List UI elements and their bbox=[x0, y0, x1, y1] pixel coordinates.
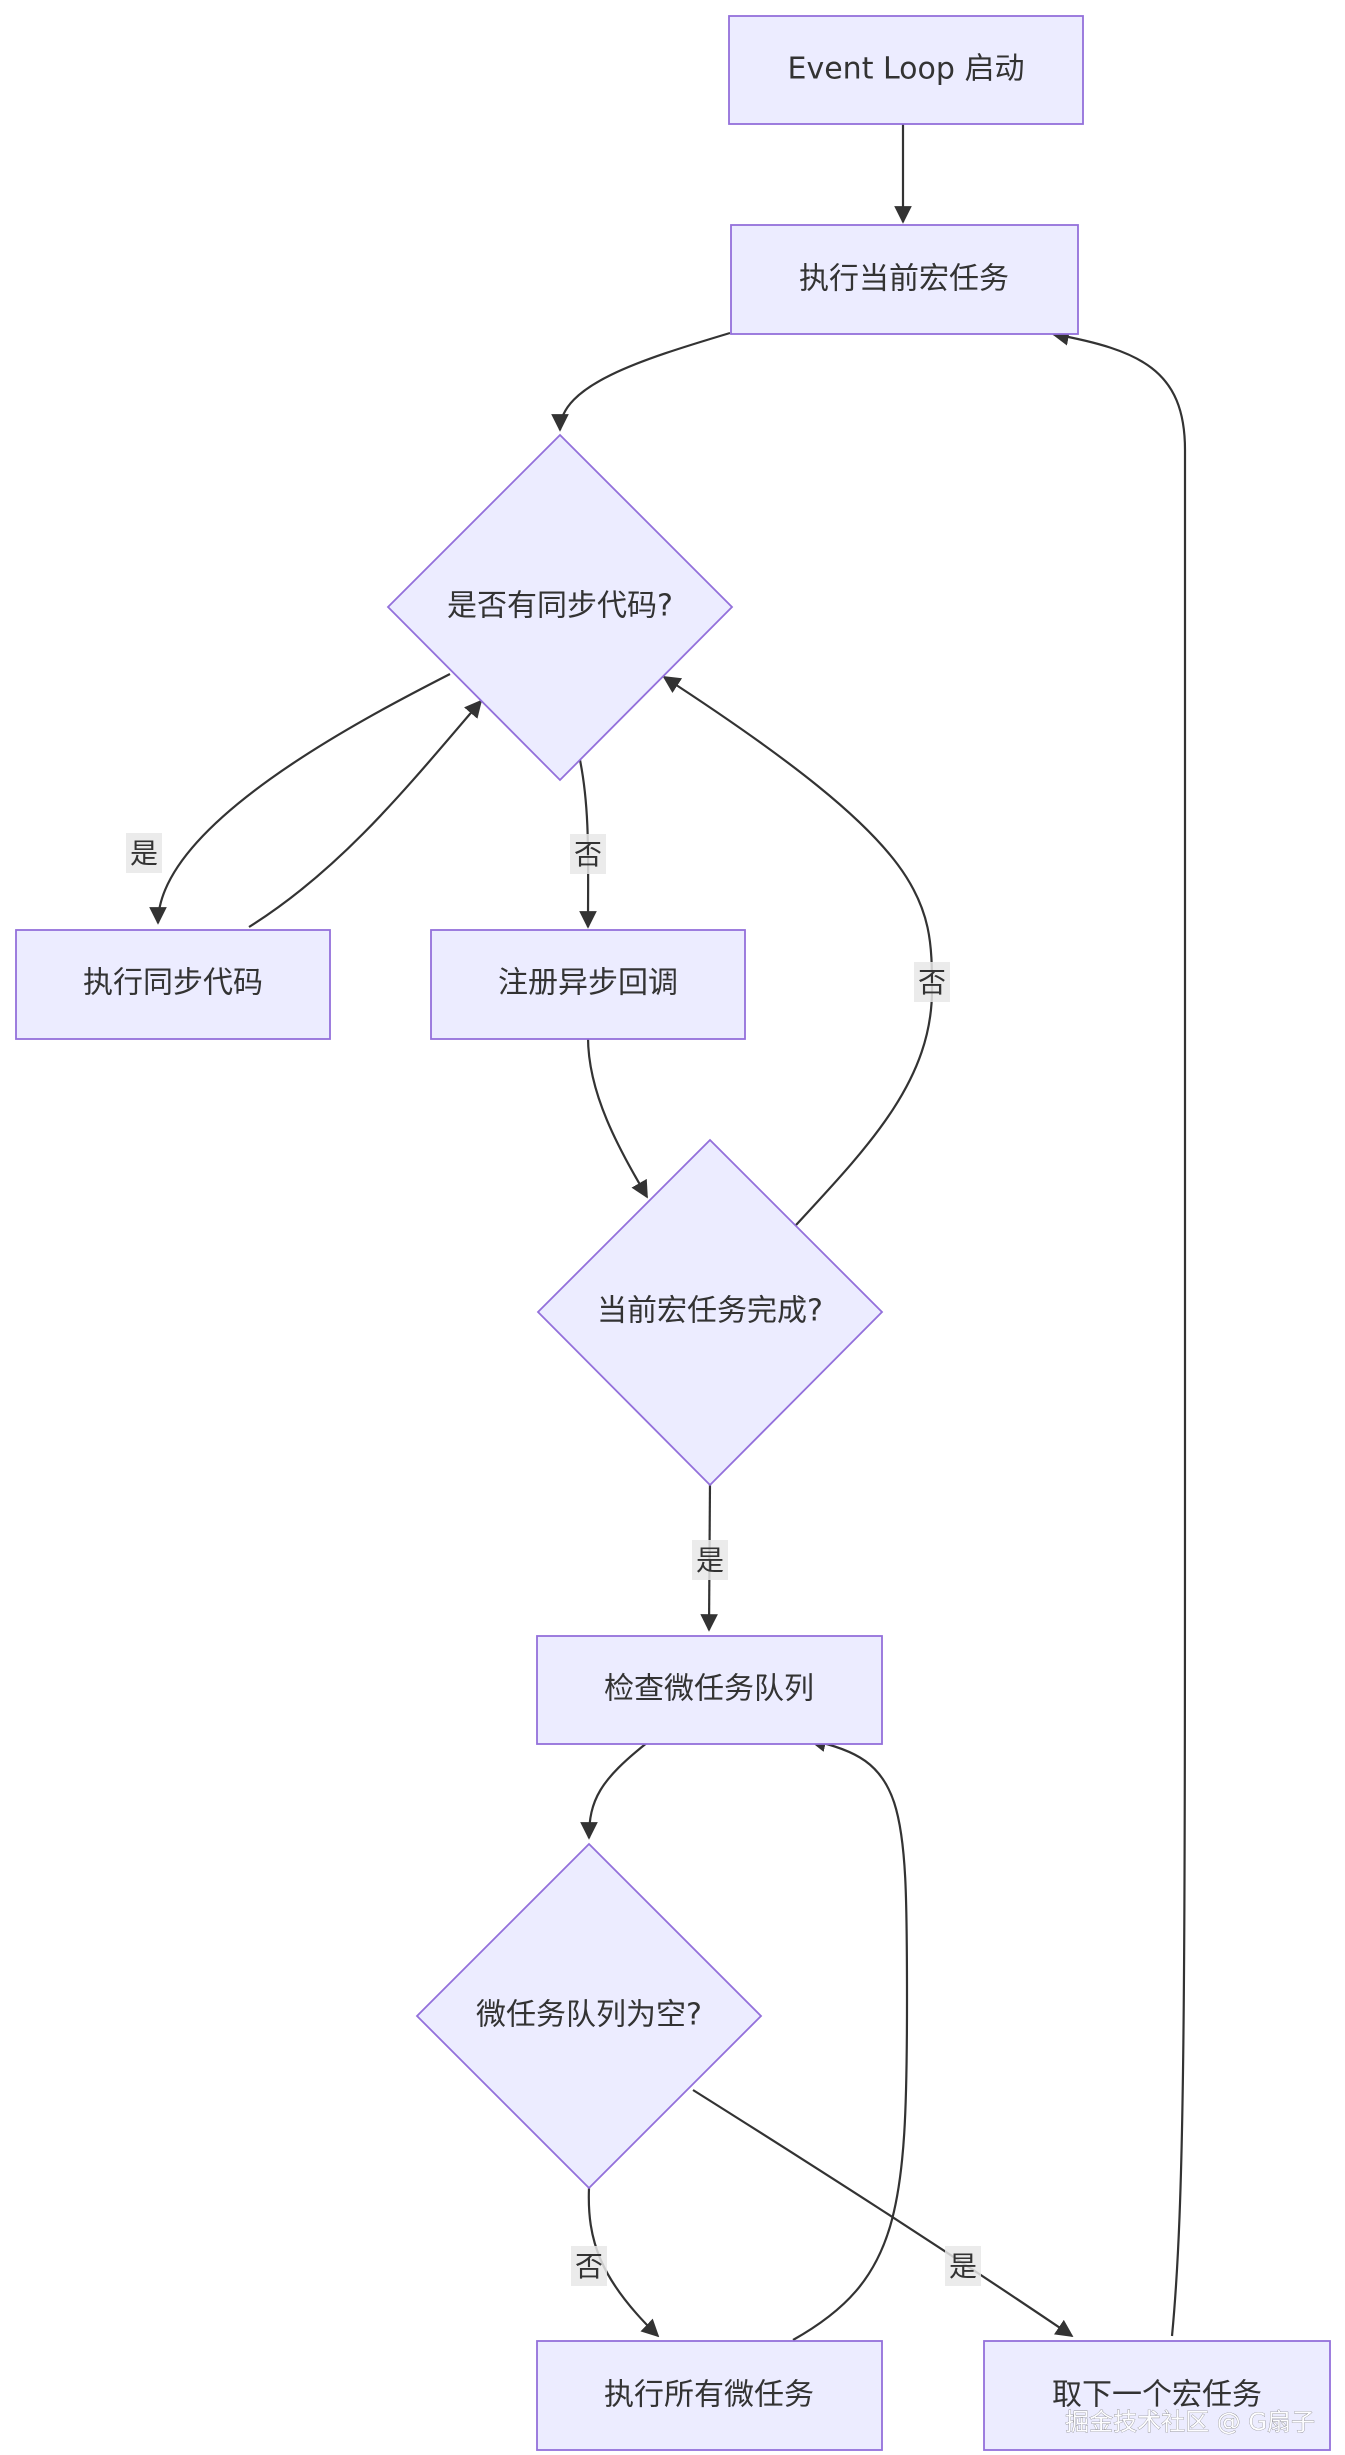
edge-label-micro-not-empty-text: 否 bbox=[575, 2250, 603, 2283]
edge-exec-all-micro-to-check-micro bbox=[792, 1734, 909, 2341]
node-check-micro-label: 检查微任务队列 bbox=[604, 1672, 814, 1707]
edge-label-sync-yes-text: 是 bbox=[130, 837, 158, 870]
node-check-micro: 检查微任务队列 bbox=[536, 1635, 883, 1745]
node-has-sync: 是否有同步代码? bbox=[386, 433, 734, 782]
edges bbox=[149, 124, 1187, 2341]
edge-next-macro-to-exec-macro bbox=[1051, 328, 1187, 2337]
node-macro-done: 当前宏任务完成? bbox=[536, 1138, 884, 1487]
node-exec-sync: 执行同步代码 bbox=[15, 929, 331, 1040]
edge-has-sync-to-exec-sync bbox=[149, 673, 451, 925]
node-macro-done-label: 当前宏任务完成? bbox=[597, 1294, 823, 1329]
node-exec-macro: 执行当前宏任务 bbox=[730, 224, 1079, 335]
edge-label-micro-empty-yes-text: 是 bbox=[949, 2250, 977, 2283]
edge-label-macro-done-yes-text: 是 bbox=[696, 1544, 724, 1577]
node-exec-macro-label: 执行当前宏任务 bbox=[799, 262, 1009, 297]
node-exec-sync-label: 执行同步代码 bbox=[83, 966, 263, 1001]
node-micro-empty-label: 微任务队列为空? bbox=[476, 1998, 702, 2033]
nodes: Event Loop 启动 执行当前宏任务 是否有同步代码? 执行同步代码 注册… bbox=[15, 15, 1331, 2451]
edge-label-sync-yes: 是 bbox=[126, 833, 162, 873]
edge-check-micro-to-micro-empty bbox=[580, 1741, 649, 1840]
edge-exec-sync-to-has-sync bbox=[248, 699, 483, 928]
watermark: 掘金技术社区 @ G扇子 bbox=[1065, 2408, 1315, 2436]
edge-label-macro-not-done: 否 bbox=[914, 962, 950, 1002]
edge-micro-empty-to-next-macro bbox=[692, 2089, 1074, 2337]
node-next-macro: 取下一个宏任务 bbox=[983, 2340, 1331, 2451]
edge-register-async-to-macro-done bbox=[586, 1036, 648, 1199]
edge-label-micro-empty-yes: 是 bbox=[945, 2246, 981, 2286]
node-exec-all-micro: 执行所有微任务 bbox=[536, 2340, 883, 2451]
node-register-async-label: 注册异步回调 bbox=[498, 966, 678, 1001]
node-has-sync-label: 是否有同步代码? bbox=[447, 589, 673, 624]
node-micro-empty: 微任务队列为空? bbox=[415, 1842, 763, 2190]
edge-labels: 是 否 否 是 否 是 bbox=[126, 833, 981, 2286]
edge-label-macro-not-done-text: 否 bbox=[918, 966, 946, 999]
edge-exec-macro-to-has-sync bbox=[551, 331, 731, 432]
node-exec-all-micro-label: 执行所有微任务 bbox=[604, 2378, 814, 2413]
node-register-async: 注册异步回调 bbox=[430, 929, 746, 1040]
edge-label-sync-no: 否 bbox=[570, 834, 606, 874]
edge-label-sync-no-text: 否 bbox=[574, 838, 602, 871]
node-start: Event Loop 启动 bbox=[728, 15, 1084, 125]
edge-label-micro-not-empty: 否 bbox=[571, 2246, 607, 2286]
node-next-macro-label: 取下一个宏任务 bbox=[1052, 2378, 1262, 2413]
node-start-label: Event Loop 启动 bbox=[788, 52, 1025, 87]
edge-label-macro-done-yes: 是 bbox=[692, 1540, 728, 1580]
